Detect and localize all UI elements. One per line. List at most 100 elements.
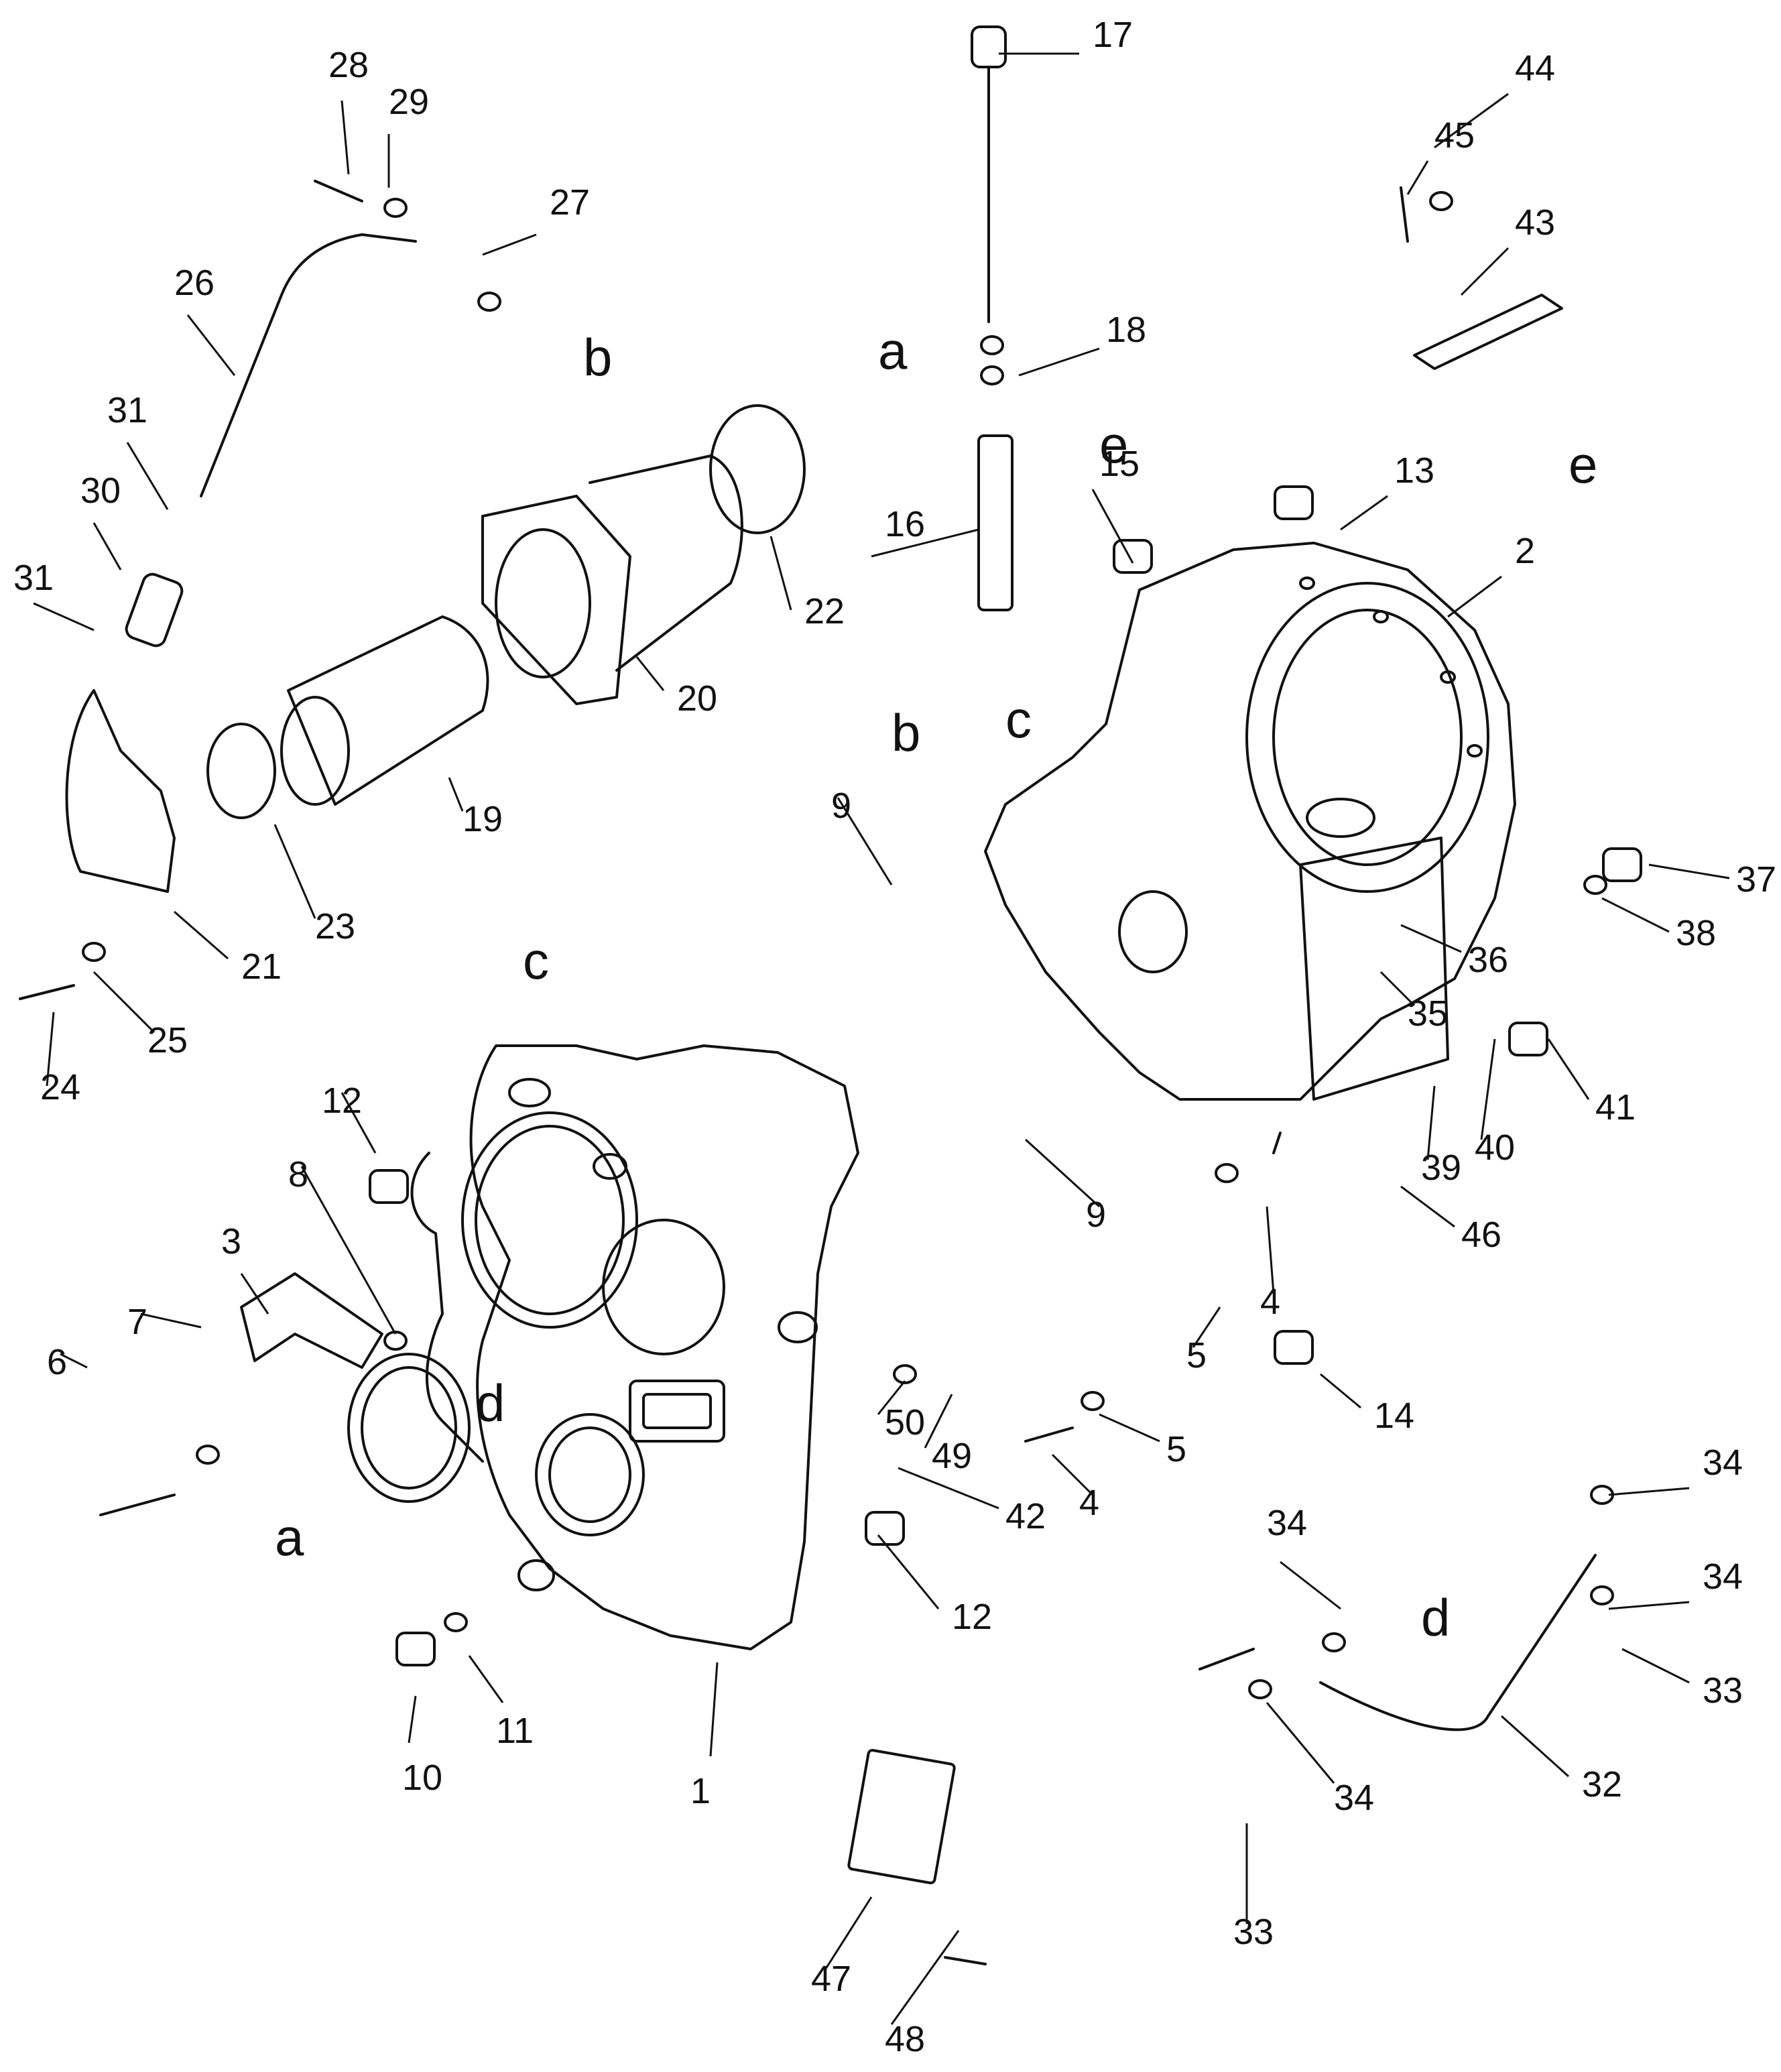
leader-line-44 xyxy=(1434,93,1509,149)
washer-icon xyxy=(1590,1585,1614,1605)
dipstick xyxy=(971,25,1007,323)
leader-line-40 xyxy=(1480,1038,1496,1140)
leader-line-8 xyxy=(300,1166,397,1335)
leader-line-26 xyxy=(186,314,236,376)
leader-line-50 xyxy=(877,1380,906,1415)
leader-line-12 xyxy=(341,1092,377,1154)
callout-24: 24 xyxy=(40,1067,80,1107)
callout-5: 5 xyxy=(1186,1335,1207,1376)
washer-icon xyxy=(1081,1391,1105,1411)
leader-line-12 xyxy=(877,1534,940,1609)
leader-line-34 xyxy=(1280,1561,1341,1610)
leader-line-46 xyxy=(1400,1185,1455,1228)
callout-12: 12 xyxy=(322,1081,362,1121)
callout-19: 19 xyxy=(463,799,503,839)
washer-icon xyxy=(1322,1632,1346,1652)
washer-icon xyxy=(893,1364,917,1384)
leader-line-14 xyxy=(1320,1373,1361,1409)
leader-line-38 xyxy=(1601,897,1670,933)
plug-icon xyxy=(369,1169,409,1204)
plug-icon xyxy=(1602,847,1642,882)
callout-4: 4 xyxy=(1260,1282,1280,1322)
callout-29: 29 xyxy=(389,82,429,122)
callout-47: 47 xyxy=(811,1959,851,1999)
callout-6: 6 xyxy=(47,1342,67,1382)
leader-lines xyxy=(33,52,1730,2025)
plug-icon xyxy=(1274,1330,1314,1365)
leader-line-47 xyxy=(823,1896,873,1971)
callout-9: 9 xyxy=(1086,1195,1106,1235)
leader-line-41 xyxy=(1547,1038,1590,1100)
leader-line-49 xyxy=(924,1394,953,1449)
callout-12: 12 xyxy=(952,1597,992,1637)
callout-16: 16 xyxy=(885,504,925,544)
plug-icon xyxy=(1508,1022,1548,1056)
leader-line-48 xyxy=(890,1930,960,2025)
callout-21: 21 xyxy=(241,947,282,987)
o-ring-23 xyxy=(206,723,276,819)
leader-line-36 xyxy=(1400,924,1462,953)
leader-line-31 xyxy=(33,602,95,631)
callout-3: 3 xyxy=(221,1221,241,1262)
connection-letter-d: d xyxy=(476,1374,505,1433)
leader-line-34 xyxy=(1608,1601,1690,1610)
connection-letter-e: e xyxy=(1569,435,1597,494)
leader-line-4 xyxy=(1051,1453,1094,1496)
transmission-case-front xyxy=(347,1044,859,1650)
tube-26 xyxy=(200,233,417,497)
leader-line-9 xyxy=(837,797,893,886)
callout-26: 26 xyxy=(174,263,214,303)
connection-letter-b: b xyxy=(892,703,920,762)
bolt-icon xyxy=(1024,1426,1074,1443)
callout-48: 48 xyxy=(885,2019,925,2059)
connection-letter-d: d xyxy=(1421,1588,1450,1647)
leader-line-37 xyxy=(1648,863,1730,879)
callout-17: 17 xyxy=(1093,15,1133,55)
leader-line-23 xyxy=(273,824,316,919)
washer-icon xyxy=(383,198,408,218)
bolt-icon xyxy=(314,180,363,202)
callout-7: 7 xyxy=(127,1302,147,1342)
plug-icon xyxy=(395,1632,436,1666)
leader-line-10 xyxy=(408,1695,417,1744)
leader-line-19 xyxy=(448,777,464,812)
leader-line-35 xyxy=(1379,971,1416,1007)
callout-13: 13 xyxy=(1394,450,1434,491)
leader-line-21 xyxy=(174,910,229,960)
callout-31: 31 xyxy=(13,558,54,598)
leader-line-31 xyxy=(126,442,169,510)
connection-letter-c: c xyxy=(1005,690,1032,749)
leader-line-5 xyxy=(1192,1306,1221,1348)
washer-icon xyxy=(444,1612,468,1632)
callout-45: 45 xyxy=(1434,115,1475,156)
leader-line-22 xyxy=(770,536,792,611)
washer-icon xyxy=(477,292,501,312)
callout-42: 42 xyxy=(1005,1496,1046,1536)
leader-line-9 xyxy=(1024,1138,1101,1208)
dipstick-guide-16 xyxy=(977,434,1014,611)
callout-28: 28 xyxy=(328,45,369,85)
leader-line-15 xyxy=(1091,489,1134,564)
leader-line-5 xyxy=(1099,1413,1160,1443)
plug-icon xyxy=(1113,539,1153,574)
bracket-3 xyxy=(240,1272,383,1369)
bolt-icon xyxy=(1400,186,1409,243)
bolt-icon xyxy=(1199,1648,1255,1670)
callout-27: 27 xyxy=(550,182,590,223)
callout-2: 2 xyxy=(1515,531,1535,571)
callout-32: 32 xyxy=(1582,1764,1622,1805)
leader-line-32 xyxy=(1500,1715,1570,1778)
leader-line-30 xyxy=(93,522,122,570)
leader-line-4 xyxy=(1266,1206,1275,1294)
callout-31: 31 xyxy=(107,390,147,430)
washer-icon xyxy=(1248,1679,1272,1699)
callout-36: 36 xyxy=(1468,940,1508,980)
callout-46: 46 xyxy=(1461,1215,1501,1255)
callout-33: 33 xyxy=(1233,1912,1274,1952)
leader-line-42 xyxy=(898,1467,999,1510)
cover-21 xyxy=(65,689,176,893)
callout-9: 9 xyxy=(831,786,851,826)
callout-8: 8 xyxy=(288,1154,308,1195)
callout-38: 38 xyxy=(1676,913,1716,953)
